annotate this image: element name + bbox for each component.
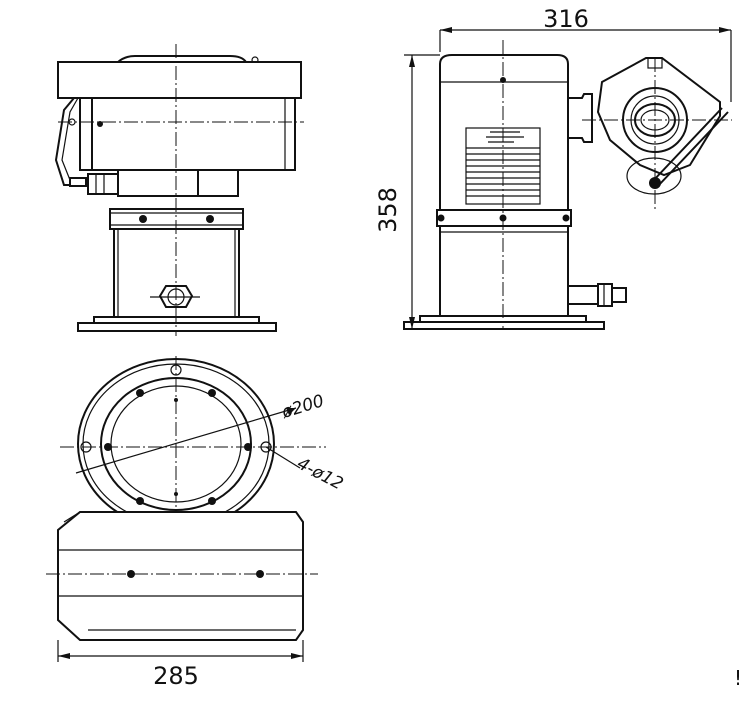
corner-mark: ! <box>734 666 743 690</box>
dimension-285: 285 <box>57 640 304 690</box>
housing-view <box>46 511 318 641</box>
front-view <box>54 44 304 336</box>
side-view <box>403 40 732 330</box>
dim-flange-diameter: ø200 <box>279 391 327 423</box>
dim-mounting-holes: 4-ø12 <box>294 454 347 495</box>
top-view <box>60 356 326 535</box>
dim-total-width: 316 <box>543 5 589 33</box>
dimension-358: 358 <box>374 54 440 330</box>
dim-base-width: 285 <box>153 662 199 690</box>
dimension-316: 316 <box>439 5 732 102</box>
dim-total-height: 358 <box>374 187 402 233</box>
